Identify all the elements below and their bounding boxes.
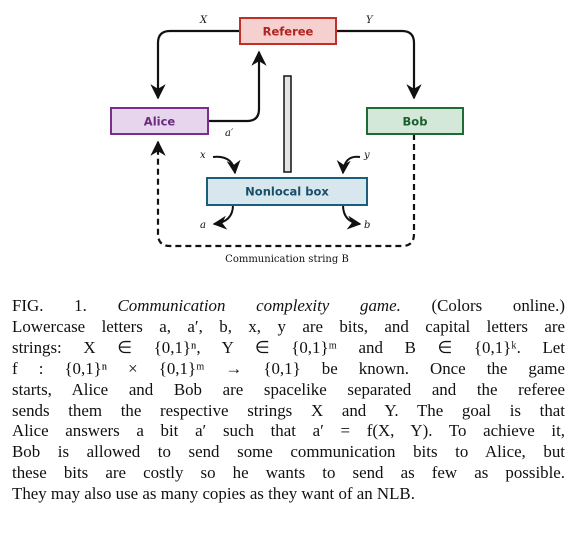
- figure-caption: FIG. 1. Communication complexity game. (…: [12, 296, 565, 505]
- label-a: a: [200, 220, 206, 231]
- caption-label: FIG. 1.: [12, 296, 87, 315]
- nonlocal-box-label: Nonlocal box: [245, 185, 329, 199]
- label-y: y: [363, 150, 370, 161]
- referee-label: Referee: [263, 25, 314, 39]
- bob-box: [366, 107, 464, 135]
- label-communication-string: Communication string B: [225, 254, 349, 265]
- alice-box: [110, 107, 209, 135]
- caption-line-8: Bob is allowed to send some communicatio…: [12, 442, 565, 462]
- caption-line-4: f : {0,1}ⁿ × {0,1}ᵐ → {0,1} be known. On…: [12, 358, 565, 378]
- caption-line-2: Lowercase letters a, a′, b, x, y are bit…: [12, 316, 565, 336]
- edge-x-into-nlb: [212, 155, 241, 175]
- caption-line-7: Alice answers a bit a′ such that a′ = f(…: [12, 421, 565, 441]
- label-X: X: [199, 15, 208, 26]
- caption-line-6: sends them the respective strings X and …: [12, 400, 565, 420]
- caption-line-3: strings: X ∈ {0,1}ⁿ, Y ∈ {0,1}ᵐ and B ∈ …: [12, 337, 565, 357]
- edge-referee-to-alice: [150, 29, 240, 100]
- bob-label: Bob: [403, 115, 428, 129]
- caption-title: Communication complexity game.: [117, 296, 401, 315]
- referee-box: [239, 17, 337, 45]
- figure-diagram: Referee Alice Bob Nonlocal box X Y a′ x …: [110, 15, 464, 265]
- label-b: b: [364, 220, 370, 231]
- label-Y: Y: [366, 15, 374, 26]
- edge-y-into-nlb: [336, 155, 361, 175]
- edge-communication-bob-to-alice: [150, 134, 416, 248]
- label-x: x: [200, 150, 206, 161]
- edge-referee-to-bob: [336, 29, 422, 100]
- nonlocal-box: [206, 177, 368, 206]
- separation-wall: [283, 75, 292, 173]
- edge-a-out-of-nlb: [212, 204, 234, 230]
- caption-line-5: starts, Alice and Bob are spacelike sepa…: [12, 379, 565, 399]
- edge-alice-to-referee: [208, 50, 267, 123]
- label-a-prime: a′: [225, 128, 234, 139]
- alice-label: Alice: [144, 115, 176, 129]
- caption-line-9: these bits are costly so he wants to sen…: [12, 463, 565, 483]
- caption-line-10: They may also use as many copies as they…: [12, 484, 415, 504]
- caption-line-1: FIG. 1. Communication complexity game. (…: [12, 296, 565, 317]
- diagram-canvas: Referee Alice Bob Nonlocal box X Y a′ x …: [110, 15, 464, 265]
- caption-text-0: (Colors online.): [431, 296, 565, 315]
- edge-b-out-of-nlb: [342, 204, 362, 230]
